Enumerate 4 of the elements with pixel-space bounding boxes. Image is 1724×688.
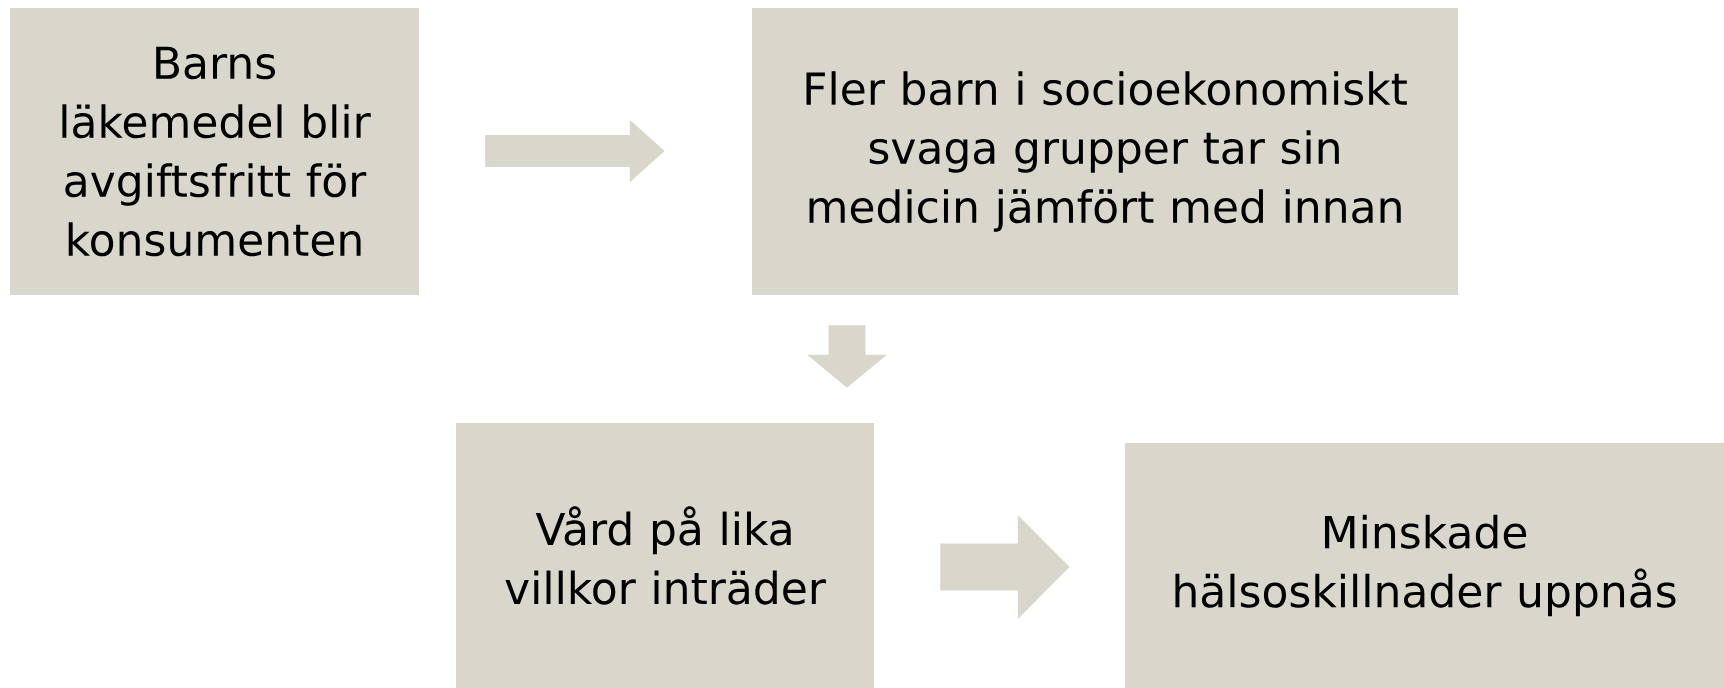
text-box: Barns läkemedel blir avgiftsfritt för konsumenten bbox=[10, 8, 419, 295]
text-box: Fler barn i socioekonomiskt svaga grupper tar sin medicin jämfört med innan bbox=[752, 8, 1458, 295]
text-box: Minskade hälsoskillnader uppnås bbox=[1125, 443, 1724, 688]
text-box: Vård på lika villkor inträder bbox=[456, 423, 874, 688]
